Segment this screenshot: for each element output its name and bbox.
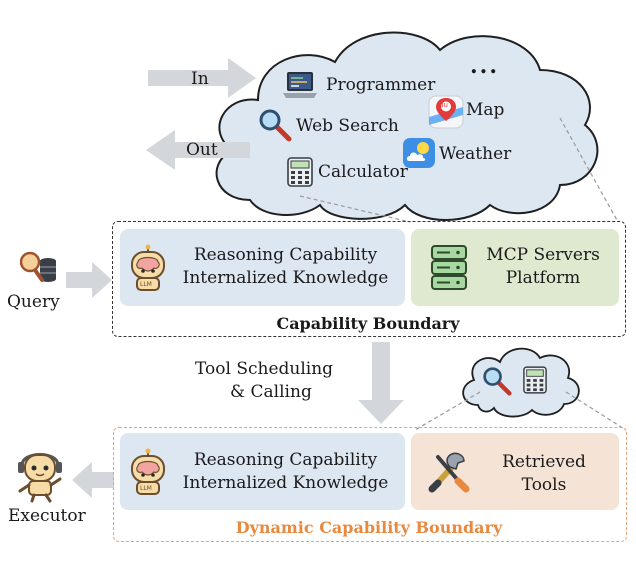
map-icon bbox=[428, 95, 464, 129]
query-arrow bbox=[66, 262, 112, 298]
executor-arrow bbox=[72, 462, 114, 498]
retrieved-line2: Tools bbox=[521, 475, 567, 495]
web-search-label: Web Search bbox=[296, 116, 399, 136]
connector-line bbox=[414, 391, 481, 431]
server-rack-icon bbox=[431, 245, 467, 290]
weather-icon bbox=[403, 138, 435, 168]
calculator-label: Calculator bbox=[318, 162, 408, 182]
calculator-icon bbox=[523, 366, 547, 394]
reasoning-line1-top: Reasoning Capability bbox=[193, 245, 378, 265]
executor-robot-icon bbox=[18, 453, 62, 503]
capability-boundary bbox=[112, 221, 626, 337]
map-label: Map bbox=[466, 100, 505, 120]
scheduling-line2: & Calling bbox=[230, 382, 312, 402]
mcp-line1: MCP Servers bbox=[486, 245, 600, 265]
executor-label: Executor bbox=[8, 506, 86, 526]
reasoning-panel-top bbox=[120, 229, 405, 306]
magnifier-icon bbox=[483, 367, 512, 396]
dynamic-capability-boundary bbox=[113, 427, 627, 542]
weather-label: Weather bbox=[439, 144, 512, 164]
llm-badge: LLM bbox=[140, 281, 152, 288]
connector-line bbox=[565, 391, 627, 431]
llm-robot-icon bbox=[131, 448, 165, 495]
more-tools-ellipsis: ... bbox=[470, 53, 499, 79]
scheduling-arrow bbox=[358, 342, 404, 424]
out-label: Out bbox=[186, 140, 218, 160]
tools-icon bbox=[428, 452, 470, 493]
reasoning-line2-bottom: Internalized Knowledge bbox=[182, 473, 389, 493]
query-label: Query bbox=[7, 292, 60, 312]
retrieved-tools-cloud bbox=[462, 347, 580, 418]
in-label: In bbox=[191, 69, 209, 89]
mcp-line2: Platform bbox=[505, 268, 581, 288]
scheduling-line1: Tool Scheduling bbox=[195, 359, 334, 379]
reasoning-line1-bottom: Reasoning Capability bbox=[193, 450, 378, 470]
laptop-icon bbox=[283, 72, 317, 98]
connector-line bbox=[299, 195, 411, 223]
map-badge: du bbox=[439, 101, 448, 109]
magnifier-icon bbox=[259, 109, 292, 142]
programmer-label: Programmer bbox=[326, 75, 436, 95]
capability-boundary-label: Capability Boundary bbox=[276, 314, 460, 333]
calculator-icon bbox=[287, 157, 313, 187]
reasoning-line2-top: Internalized Knowledge bbox=[182, 268, 389, 288]
dynamic-boundary-label: Dynamic Capability Boundary bbox=[235, 518, 503, 537]
llm-badge: LLM bbox=[140, 485, 152, 492]
connector-line bbox=[559, 117, 619, 223]
llm-robot-icon bbox=[131, 244, 165, 291]
reasoning-panel-bottom bbox=[120, 433, 405, 510]
in-arrow bbox=[148, 58, 256, 98]
retrieved-line1: Retrieved bbox=[502, 452, 586, 472]
query-icon bbox=[20, 251, 56, 282]
out-arrow bbox=[146, 130, 250, 170]
